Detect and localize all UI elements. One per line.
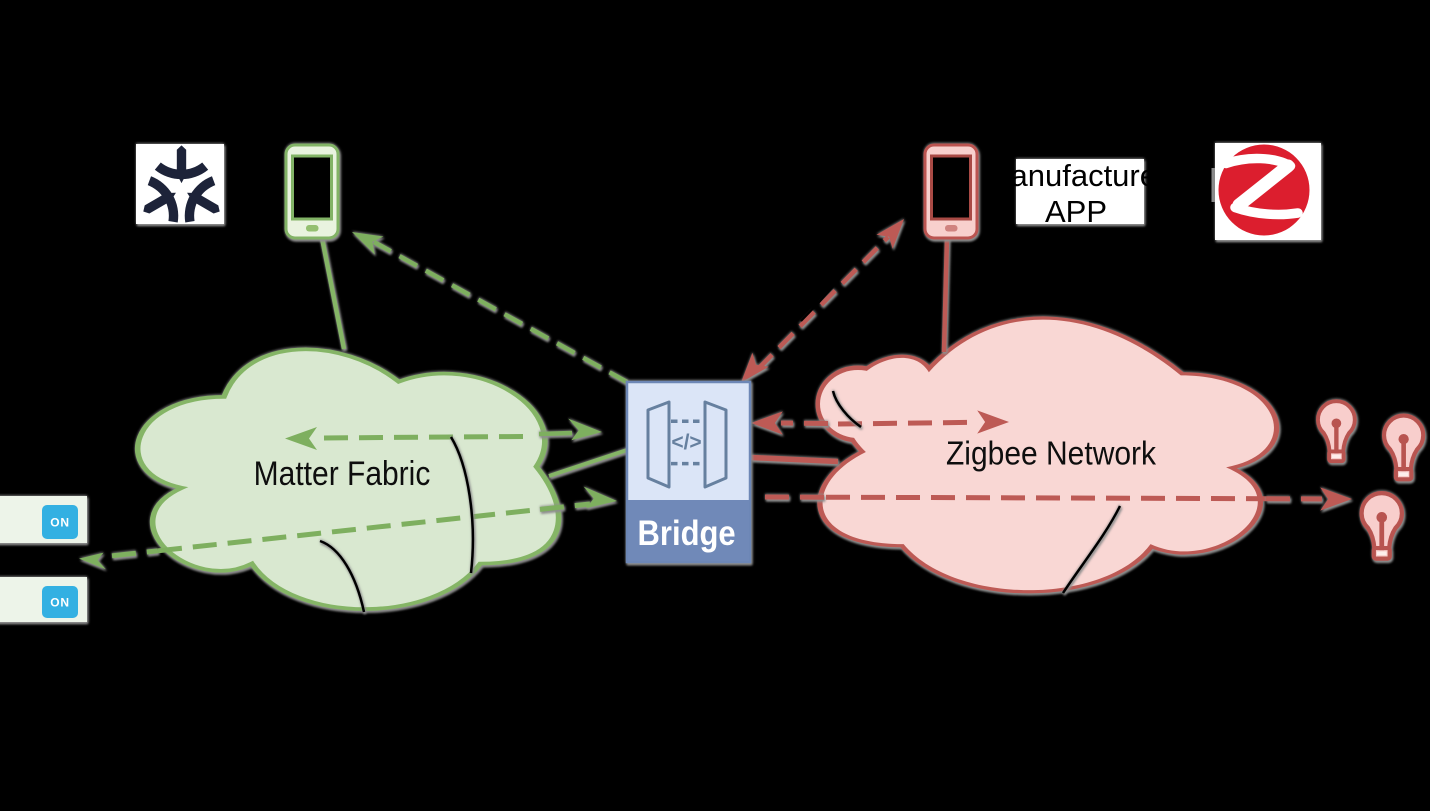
svg-text:</>: </> xyxy=(671,431,701,454)
svg-text:Zigbee Network: Zigbee Network xyxy=(946,434,1156,472)
svg-text:ON: ON xyxy=(50,596,70,610)
svg-text:Bridge: Bridge xyxy=(638,514,736,553)
svg-text:Manufacturer: Manufacturer xyxy=(985,158,1168,193)
svg-text:APP: APP xyxy=(1045,194,1107,229)
svg-text:ON: ON xyxy=(50,516,70,530)
svg-text:Matter Fabric: Matter Fabric xyxy=(254,454,431,492)
